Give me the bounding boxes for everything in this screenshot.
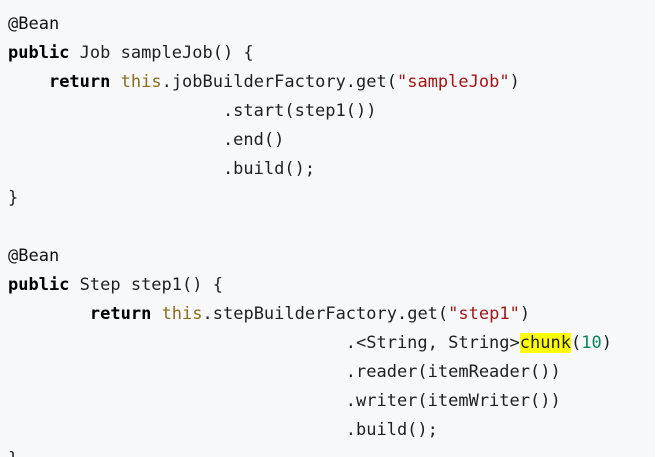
- code-line: .start(step1()): [8, 97, 612, 126]
- code-indent: [8, 420, 346, 440]
- code-keyword: public: [8, 275, 70, 295]
- code-line: @Bean: [8, 242, 612, 271]
- code-token: [110, 72, 120, 92]
- code-this-keyword: this: [161, 304, 203, 324]
- code-token: .start(step1()): [222, 101, 377, 121]
- code-token: .stepBuilderFactory.get(: [202, 304, 449, 324]
- code-indent: [8, 130, 223, 150]
- code-token: ): [509, 72, 520, 92]
- code-token: .end(): [222, 130, 285, 150]
- code-line: .end(): [8, 126, 612, 155]
- code-token: .build();: [222, 159, 316, 179]
- code-indent: [8, 304, 90, 324]
- code-token: }: [8, 188, 19, 208]
- code-token: .build();: [345, 420, 438, 440]
- code-keyword: return: [48, 72, 111, 92]
- code-line: return this.stepBuilderFactory.get("step…: [8, 300, 612, 329]
- code-token: ): [601, 333, 612, 353]
- code-annotation: @Bean: [8, 14, 60, 34]
- code-keyword: public: [8, 43, 70, 63]
- code-line: .build();: [8, 155, 612, 184]
- code-string: "step1": [448, 304, 520, 324]
- code-token: ): [519, 304, 531, 324]
- code-indent: [8, 333, 346, 353]
- code-token: Job sampleJob() {: [69, 43, 254, 63]
- code-token: .jobBuilderFactory.get(: [161, 72, 397, 92]
- code-line: .writer(itemWriter()): [8, 387, 612, 416]
- code-annotation: @Bean: [8, 246, 60, 266]
- code-line: .build();: [8, 416, 612, 445]
- code-indent: [8, 362, 346, 382]
- code-indent: [8, 159, 223, 179]
- code-indent: [8, 101, 223, 121]
- code-line: }: [8, 184, 612, 213]
- code-indent: [8, 72, 49, 92]
- code-token: (: [570, 333, 582, 353]
- code-token: .reader(itemReader()): [345, 362, 561, 382]
- code-string: "sampleJob": [396, 72, 510, 92]
- code-line: .reader(itemReader()): [8, 358, 612, 387]
- code-lines: @Bean public Job sampleJob() { return thi…: [8, 10, 612, 457]
- code-indent: [8, 391, 346, 411]
- code-number: 10: [581, 333, 602, 353]
- code-line: public Step step1() {: [8, 271, 612, 300]
- code-line: return this.jobBuilderFactory.get("sampl…: [8, 68, 612, 97]
- code-keyword: return: [89, 304, 152, 324]
- code-line: }: [8, 445, 612, 457]
- code-this-keyword: this: [120, 72, 162, 92]
- code-line: [8, 213, 612, 242]
- code-token: Step step1() {: [69, 275, 223, 295]
- code-line: .<String, String>chunk(10): [8, 329, 612, 358]
- code-token: .writer(itemWriter()): [345, 391, 561, 411]
- code-highlighted-token: chunk: [519, 333, 571, 353]
- code-token: }: [8, 449, 18, 457]
- code-line: public Job sampleJob() {: [8, 39, 612, 68]
- code-line: @Bean: [8, 10, 612, 39]
- code-token: [151, 304, 161, 324]
- code-token: .<String, String>: [345, 333, 520, 353]
